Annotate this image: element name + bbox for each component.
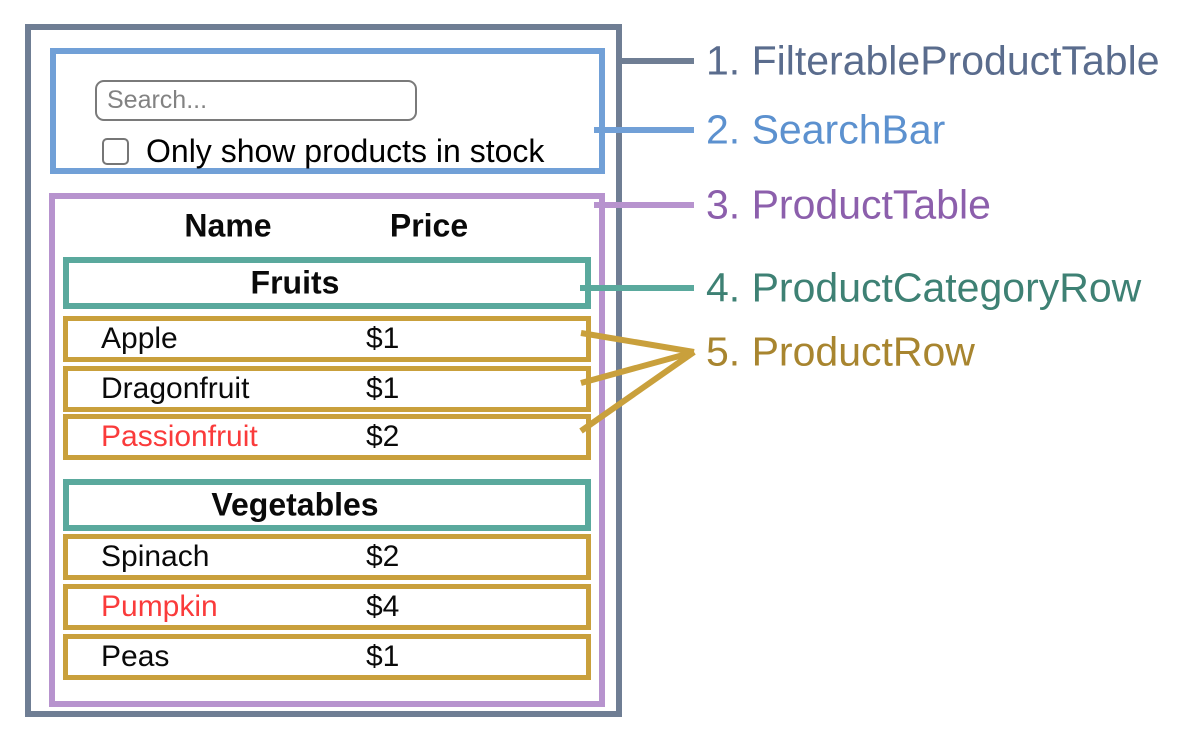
- category-label: Vegetables: [211, 486, 379, 523]
- stock-checkbox[interactable]: [102, 137, 129, 165]
- product-name: Passionfruit: [101, 420, 258, 453]
- product-name: Peas: [101, 640, 170, 673]
- product-name: Dragonfruit: [101, 372, 250, 405]
- legend-label-product-row: 5. ProductRow: [706, 328, 975, 375]
- legend-label-filterable-product-table: 1. FilterableProductTable: [706, 37, 1160, 84]
- product-price: $2: [366, 540, 400, 573]
- product-price: $2: [366, 420, 400, 453]
- product-price: $4: [366, 590, 400, 623]
- product-row-pumpkin: Pumpkin $4: [63, 584, 591, 630]
- product-row-peas: Peas $1: [63, 634, 591, 680]
- product-name: Pumpkin: [101, 590, 218, 623]
- category-label: Fruits: [250, 264, 340, 301]
- search-input[interactable]: [95, 80, 417, 121]
- product-row-spinach: Spinach $2: [63, 534, 591, 580]
- product-table-outline: Name Price Fruits Apple $1 Dragonfruit $…: [49, 193, 605, 707]
- category-row-fruits: Fruits: [63, 257, 591, 309]
- category-row-vegetables: Vegetables: [63, 479, 591, 531]
- legend-label-product-category-row: 4. ProductCategoryRow: [706, 264, 1142, 311]
- legend-label-search-bar: 2. SearchBar: [706, 106, 946, 153]
- product-name: Apple: [101, 322, 178, 355]
- column-header-price: Price: [389, 207, 469, 244]
- product-price: $1: [366, 640, 400, 673]
- product-row-passionfruit: Passionfruit $2: [63, 414, 591, 460]
- product-price: $1: [366, 372, 400, 405]
- column-header-name: Name: [184, 207, 272, 244]
- stock-filter-row: Only show products in stock: [102, 133, 544, 169]
- product-name: Spinach: [101, 540, 210, 573]
- stock-checkbox-label: Only show products in stock: [146, 132, 545, 169]
- legend-label-product-table: 3. ProductTable: [706, 181, 991, 228]
- product-row-apple: Apple $1: [63, 316, 591, 362]
- search-bar-outline: Only show products in stock: [50, 48, 605, 174]
- product-row-dragonfruit: Dragonfruit $1: [63, 366, 591, 412]
- product-price: $1: [366, 322, 400, 355]
- filterable-product-table-outline: Only show products in stock Name Price F…: [25, 24, 622, 717]
